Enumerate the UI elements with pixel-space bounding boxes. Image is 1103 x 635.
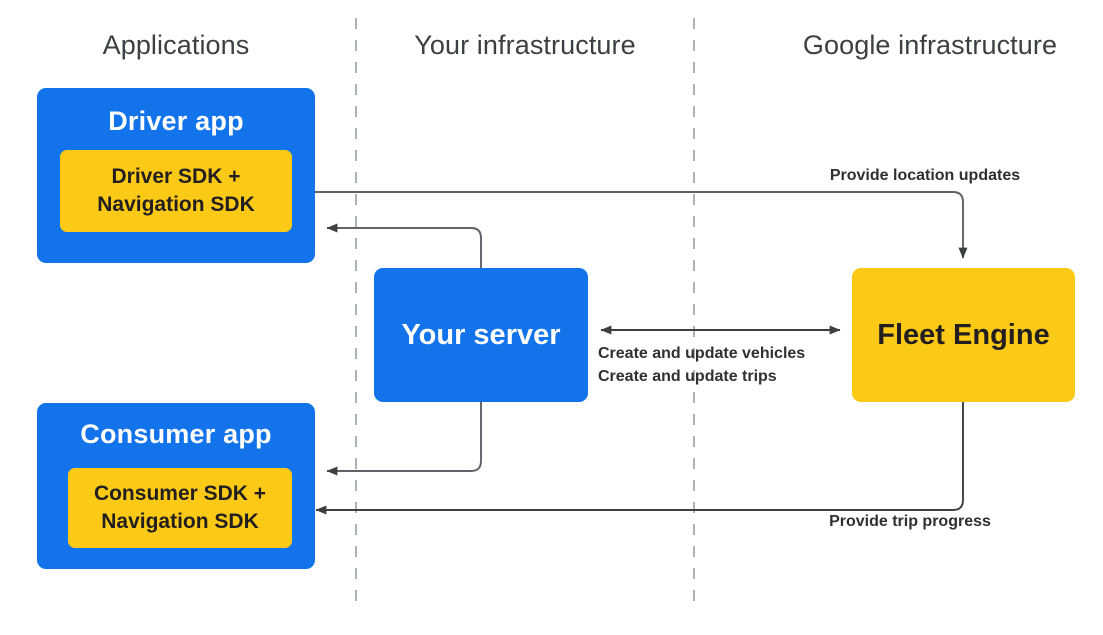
- node-consumer-sdk[interactable]: Consumer SDK + Navigation SDK: [68, 468, 292, 548]
- fleet-engine-label: Fleet Engine: [877, 318, 1050, 351]
- wire-trip-progress: [315, 402, 964, 515]
- driver-app-title: Driver app: [108, 106, 244, 136]
- driver-sdk-label: Driver SDK + Navigation SDK: [97, 165, 255, 216]
- node-your-server[interactable]: Your server: [374, 268, 588, 402]
- your-server-label: Your server: [401, 318, 561, 351]
- node-driver-app[interactable]: Driver app Driver SDK + Navigation SDK: [37, 88, 315, 263]
- wire-location-updates: [292, 191, 968, 259]
- wire-server-to-driver: [326, 223, 482, 268]
- consumer-app-title: Consumer app: [80, 419, 272, 449]
- column-header-google-infrastructure: Google infrastructure: [802, 30, 1058, 60]
- column-header-applications: Applications: [102, 30, 250, 60]
- edge-label-location-updates: Provide location updates: [829, 167, 1021, 184]
- edge-label-server-fleet-engine: Create and update vehicles Create and up…: [598, 345, 806, 385]
- node-consumer-app[interactable]: Consumer app Consumer SDK + Navigation S…: [37, 403, 315, 569]
- edge-label-trip-progress: Provide trip progress: [829, 513, 991, 530]
- column-header-your-infrastructure: Your infrastructure: [414, 30, 636, 60]
- node-fleet-engine[interactable]: Fleet Engine: [852, 268, 1075, 402]
- wire-server-to-consumer: [326, 402, 482, 476]
- node-driver-sdk[interactable]: Driver SDK + Navigation SDK: [60, 150, 292, 232]
- consumer-sdk-label: Consumer SDK + Navigation SDK: [93, 482, 267, 533]
